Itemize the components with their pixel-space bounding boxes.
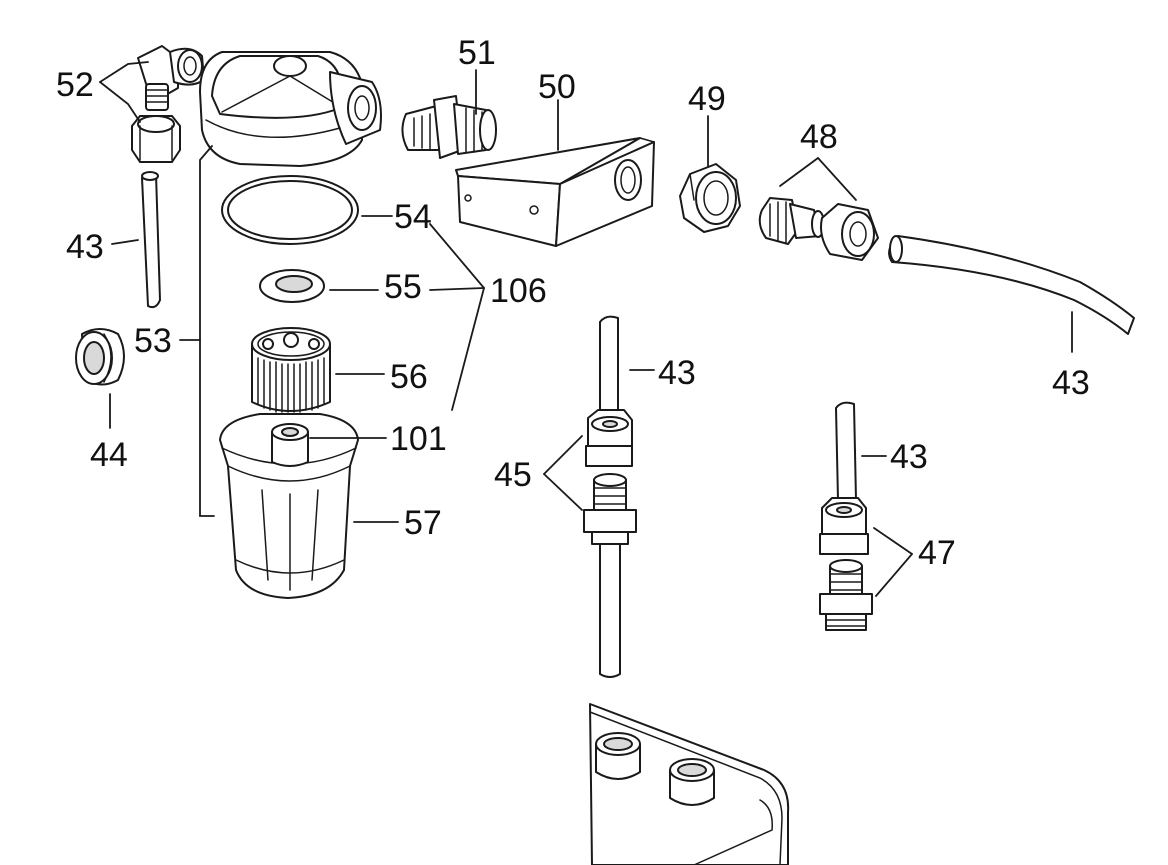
callout-50: 50 [538, 68, 576, 106]
callout-45: 45 [494, 456, 532, 494]
callout-49: 49 [688, 80, 726, 118]
hex-nut-part-49 [679, 163, 741, 233]
callout-52: 52 [56, 66, 94, 104]
callout-43-lower: 43 [890, 438, 928, 476]
nozzle-part-101 [271, 423, 309, 467]
o-ring-part-54 [221, 175, 359, 245]
callout-43-middle: 43 [658, 354, 696, 392]
callout-57: 57 [404, 504, 442, 542]
callout-43-right: 43 [1052, 364, 1090, 402]
callout-106: 106 [490, 272, 547, 310]
callout-56: 56 [390, 358, 428, 396]
tube-part-43-right [888, 235, 1135, 335]
compression-fitting-part-47 [819, 497, 873, 631]
compression-fitting-part-48 [758, 197, 879, 261]
compression-fitting-part-45 [583, 409, 637, 678]
tube-part-43-lower [835, 401, 857, 501]
mounting-bracket-part-50 [455, 137, 655, 247]
callout-55: 55 [384, 268, 422, 306]
elbow-fitting-part-52 [137, 45, 205, 111]
grommet-part-44 [75, 328, 125, 386]
bushing-left [595, 732, 641, 780]
tube-part-43-left [141, 171, 161, 309]
threaded-nipple-part-51 [401, 95, 497, 159]
callout-48: 48 [800, 118, 838, 156]
nut-part-52 [131, 115, 181, 163]
callout-53: 53 [134, 322, 172, 360]
callout-101: 101 [390, 420, 447, 458]
filter-cap-part-56 [251, 327, 331, 413]
callout-51: 51 [458, 34, 496, 72]
callout-labels: 52 51 50 49 48 43 54 106 55 53 56 43 43 … [56, 34, 1090, 572]
callout-44: 44 [90, 436, 128, 474]
callout-43-left: 43 [66, 228, 104, 266]
tube-part-43-middle [599, 315, 619, 413]
callout-47: 47 [918, 534, 956, 572]
bushing-right [669, 758, 715, 806]
filter-head-housing [199, 51, 382, 167]
callout-54: 54 [394, 198, 432, 236]
leader-lines [99, 61, 1073, 597]
gasket-part-55 [259, 269, 325, 303]
